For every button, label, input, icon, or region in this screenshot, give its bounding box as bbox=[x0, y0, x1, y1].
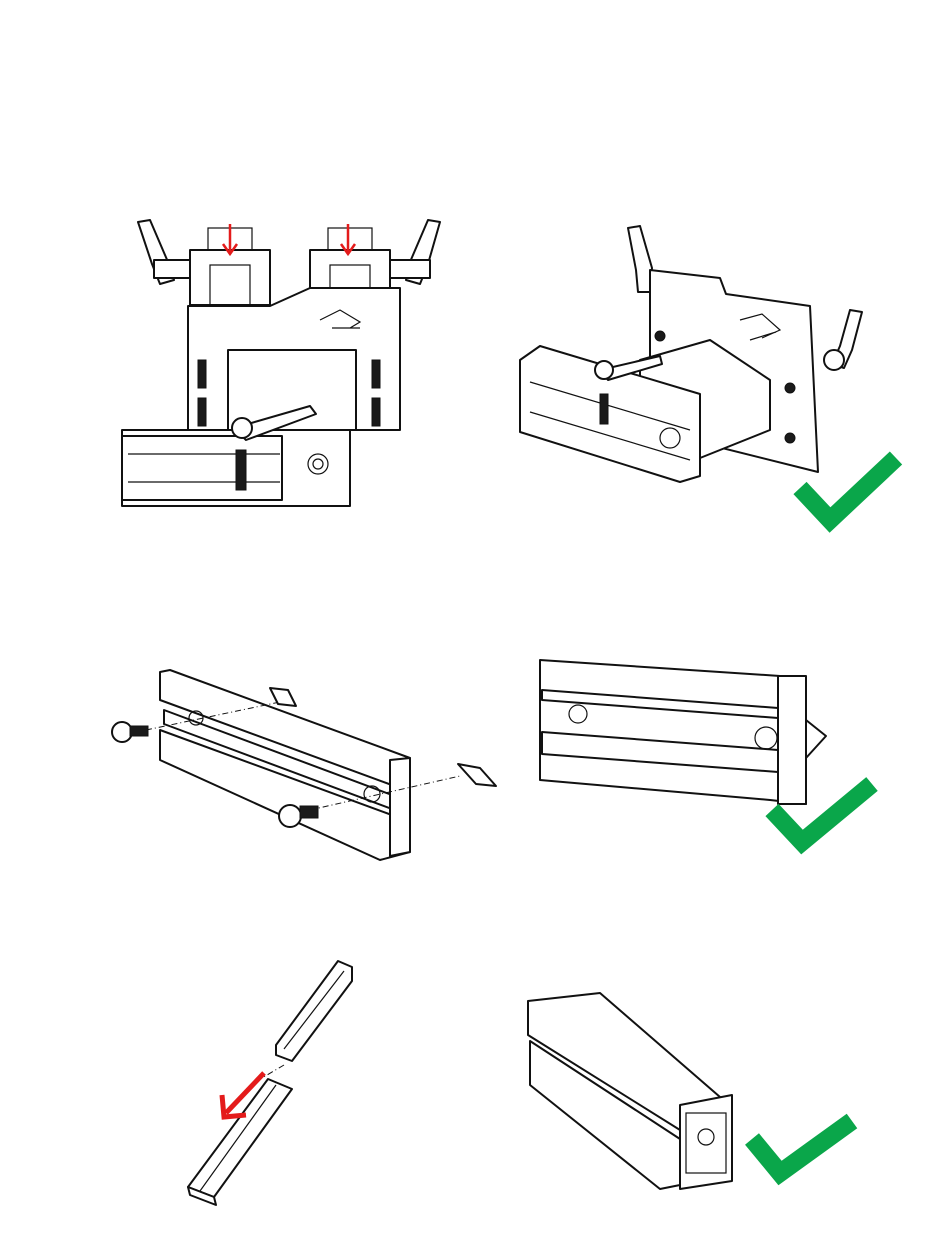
step-3-result-illustration bbox=[520, 985, 900, 1205]
step-3-illustration bbox=[180, 955, 380, 1205]
checkmark-icon bbox=[752, 1121, 852, 1173]
step-1-result-illustration bbox=[500, 220, 920, 540]
step-2-result-illustration bbox=[530, 650, 910, 870]
step-1-illustration bbox=[110, 210, 470, 520]
step-2-illustration bbox=[100, 660, 510, 870]
